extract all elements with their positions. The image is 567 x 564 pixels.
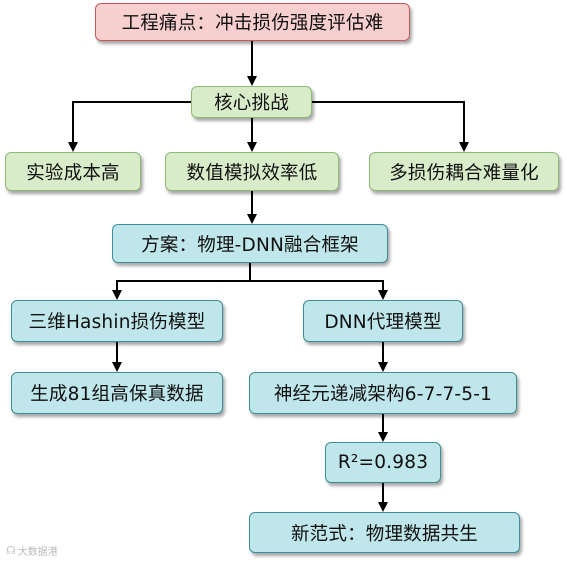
node-engineering-pain-point: 工程痛点：冲击损伤强度评估难	[95, 3, 410, 41]
edge-scheme-to-dnn	[250, 280, 388, 300]
node-dnn-surrogate-model: DNN代理模型	[303, 300, 463, 342]
node-physics-dnn-scheme: 方案：物理-DNN融合框架	[112, 224, 388, 263]
edge-challenge-to-cost	[68, 101, 191, 152]
watermark: ☊ 大数据港	[6, 543, 58, 558]
node-r-squared: R²=0.983	[325, 442, 441, 483]
edge-scheme-to-hashin	[112, 263, 251, 300]
node-low-simulation-efficiency: 数值模拟效率低	[165, 152, 339, 191]
edge-challenge-to-coupling	[312, 101, 469, 152]
node-multi-damage-coupling: 多损伤耦合难量化	[369, 152, 559, 191]
node-3d-hashin-model: 三维Hashin损伤模型	[11, 300, 223, 342]
watermark-text: 大数据港	[17, 547, 58, 558]
node-decreasing-neuron-architecture: 神经元递减架构6-7-7-5-1	[249, 372, 517, 414]
node-high-experiment-cost: 实验成本高	[5, 152, 141, 191]
node-81-high-fidelity-samples: 生成81组高保真数据	[11, 372, 223, 414]
node-core-challenges: 核心挑战	[191, 86, 312, 118]
node-new-paradigm: 新范式：物理数据共生	[249, 512, 520, 553]
watermark-logo-icon: ☊	[6, 544, 16, 557]
